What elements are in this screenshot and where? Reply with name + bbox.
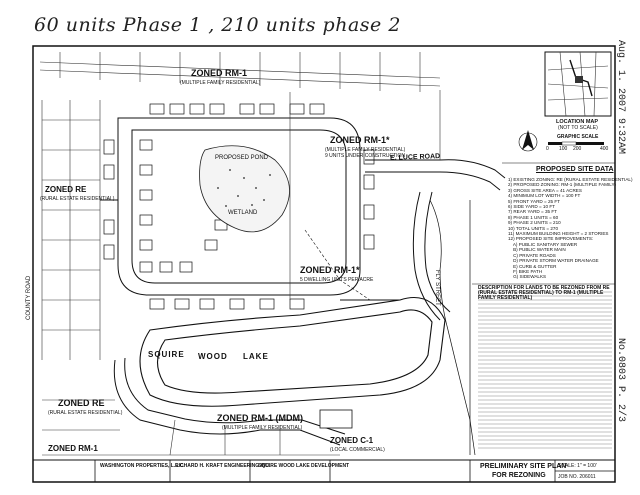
- unit-blocks: [103, 103, 375, 310]
- lake-label-lake: LAKE: [243, 352, 269, 361]
- graphic-scale-title: GRAPHIC SCALE: [557, 134, 599, 140]
- scale-note: SCALE: 1" = 100': [558, 463, 597, 469]
- site-data-line: 5) FRONT YARD = 25 FT: [508, 198, 560, 204]
- zone-rm1-north-title: ZONED RM-1: [191, 68, 247, 78]
- location-map-title: LOCATION MAP: [556, 119, 599, 125]
- zone-rm1-south-title: ZONED RM-1: [48, 444, 98, 453]
- site-data-list: 1) EXISTING ZONING: RE (RURAL ESTATE RES…: [508, 177, 633, 280]
- site-data-line: 6) SIDE YARD = 10 FT: [508, 204, 555, 210]
- luce-road: [365, 159, 506, 191]
- zone-rm1-mdm-sub: (MULTIPLE FAMILY RESIDENTIAL): [222, 425, 303, 431]
- site-data-line: A) PUBLIC SANITARY SEWER: [508, 241, 578, 247]
- scale-mark-100: 100: [559, 146, 568, 152]
- southwest-lot-lines: [42, 399, 340, 456]
- site-data-line: D) PRIVATE STORM WATER DRAINAGE: [508, 258, 599, 264]
- zone-re-south-title: ZONED RE: [58, 398, 105, 408]
- south-road: [113, 357, 346, 446]
- scale-mark-0: 0: [546, 146, 549, 152]
- wetland-hatching: [217, 169, 271, 207]
- street-label: FLY STREET: [434, 270, 440, 306]
- site-data-line: 11) MAXIMUM BUILDING HEIGHT = 2 STORIES: [508, 231, 609, 237]
- county-road-label: COUNTY ROAD: [26, 275, 32, 320]
- location-map-sub: (NOT TO SCALE): [558, 125, 598, 131]
- zone-c1-title: ZONED C-1: [330, 436, 374, 445]
- phase1-loop-road: [100, 117, 361, 296]
- zone-rm1-lake-title: ZONED RM-1*: [300, 265, 360, 275]
- north-arrow: [518, 130, 538, 152]
- engineer-name: RICHARD H. KRAFT ENGINEERING INC.: [175, 463, 271, 469]
- site-data-line: B) PUBLIC WATER MAIN: [508, 247, 566, 253]
- graphic-scale-bar: [548, 141, 604, 146]
- zone-re-south-sub: (RURAL ESTATE RESIDENTIAL): [48, 410, 123, 416]
- site-data-line: 7) REAR YARD = 35 FT: [508, 209, 557, 215]
- pond-outline: [199, 145, 290, 233]
- zone-rm1-center-sub2: 9 UNITS UNDER CONSTRUCTION: [325, 153, 406, 159]
- north-lot-lines: [39, 52, 441, 92]
- handwritten-annotation: 60 units Phase 1 , 210 units phase 2: [34, 14, 401, 36]
- job-number: JOB NO. 206011: [558, 474, 596, 480]
- site-data-line: 8) PHASE 1 UNITS = 60: [508, 214, 559, 220]
- site-data-line: E) CURB & GUTTER: [508, 263, 557, 269]
- project-name: SQUIRE WOOD LAKE DEVELOPMENT: [258, 463, 350, 469]
- zone-rm1-lake-sub: 5 DWELLING UNITS PER ACRE: [300, 277, 374, 283]
- owner-name: WASHINGTON PROPERTIES, L.L.C.: [100, 463, 185, 469]
- zone-rm1-north-sub: (MULTIPLE FAMILY RESIDENTIAL): [180, 80, 261, 86]
- zone-c1-sub: (LOCAL COMMERCIAL): [330, 447, 385, 453]
- pond-label: PROPOSED POND: [215, 155, 269, 161]
- zone-re-west-title: ZONED RE: [45, 185, 87, 194]
- sheet-title-1: PRELIMINARY SITE PLAN: [480, 463, 567, 470]
- lake-ring-road: [139, 296, 446, 407]
- site-data-line: 3) GROSS SITE AREA = 41 ACRES: [508, 187, 582, 193]
- wetland-label: WETLAND: [228, 210, 258, 216]
- site-data-line: F) BIKE PATH: [508, 268, 543, 274]
- east-branch-road: [340, 191, 451, 321]
- site-data-title: PROPOSED SITE DATA: [536, 166, 614, 173]
- site-data-line: 4) MINIMUM LOT WIDTH = 100 FT: [508, 193, 581, 199]
- east-tree-line: [429, 199, 476, 456]
- commercial-building: [319, 409, 353, 429]
- zone-re-west-sub: (RURAL ESTATE RESIDENTIAL): [40, 196, 115, 202]
- sheet-title-2: FOR REZONING: [492, 472, 546, 479]
- lake-label-wood: WOOD: [198, 352, 228, 361]
- description-block: [472, 283, 615, 449]
- site-data-line: 9) PHASE 2 UNITS = 210: [508, 220, 561, 226]
- site-data-line: G) SIDEWALKS: [508, 274, 547, 280]
- site-data-line: 12) PROPOSED SITE IMPROVEMENTS:: [508, 236, 594, 242]
- zone-rm1-center-title: ZONED RM-1*: [330, 135, 390, 145]
- west-lot-lines: [41, 100, 101, 360]
- site-data-line: 1) EXISTING ZONING: RE (RURAL ESTATE RES…: [508, 177, 633, 182]
- scale-mark-200: 200: [573, 146, 582, 152]
- site-data-line: 10) TOTAL UNITS = 270: [508, 225, 558, 231]
- description-title: DESCRIPTION FOR LANDS TO BE REZONED FROM…: [478, 285, 610, 301]
- site-data-line: C) PRIVATE ROADS: [508, 252, 556, 258]
- inset-location-map: [544, 51, 612, 117]
- zone-rm1-mdm-title: ZONED RM-1 (MDM): [217, 413, 303, 423]
- lake-label-squire: SQUIRE: [148, 350, 185, 359]
- zone-rm1-center-sub1: (MULTIPLE FAMILY RESIDENTIAL): [325, 147, 406, 153]
- title-block-grid: [94, 460, 615, 482]
- site-data-line: 2) PROPOSED ZONING: RM-1 (MULTIPLE FAMIL…: [508, 182, 617, 188]
- scale-mark-400: 400: [600, 146, 609, 152]
